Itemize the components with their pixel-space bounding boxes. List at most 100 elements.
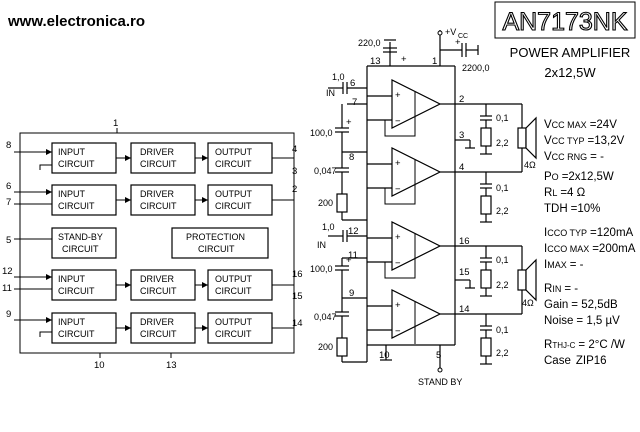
amplifier-4 (391, 289, 442, 339)
svg-text:8: 8 (349, 152, 354, 163)
spec-rl: RL=4 Ω (544, 187, 586, 199)
svg-text:+: + (401, 54, 407, 65)
svg-text:1,0: 1,0 (322, 222, 335, 232)
svg-text:−: − (395, 258, 401, 269)
svg-text:1: 1 (432, 56, 437, 67)
svg-text:DRIVER: DRIVER (140, 147, 175, 157)
svg-text:2,2: 2,2 (496, 348, 509, 358)
svg-text:CIRCUIT: CIRCUIT (215, 286, 252, 296)
svg-text:200: 200 (318, 342, 333, 352)
svg-text:+: + (395, 300, 401, 311)
svg-text:1,0: 1,0 (332, 72, 345, 82)
svg-text:5: 5 (436, 350, 441, 361)
svg-text:9: 9 (349, 288, 354, 299)
svg-text:CIRCUIT: CIRCUIT (58, 286, 95, 296)
amplifier-2 (391, 147, 442, 197)
svg-text:13: 13 (370, 56, 381, 67)
svg-text:CIRCUIT: CIRCUIT (58, 159, 95, 169)
spec-vcc-max: VCC MAX=24V (544, 119, 617, 131)
driver-circuit-2 (130, 184, 196, 216)
svg-text:+: + (346, 255, 352, 266)
svg-text:+: + (346, 117, 352, 128)
input-label-2: IN (317, 240, 326, 250)
svg-text:14: 14 (459, 304, 470, 315)
block-pin-1: 1 (113, 118, 118, 129)
svg-text:CIRCUIT: CIRCUIT (198, 244, 235, 254)
svg-text:8: 8 (6, 140, 11, 151)
input-circuit-3 (51, 269, 117, 301)
svg-text:3: 3 (459, 130, 464, 141)
svg-text:CIRCUIT: CIRCUIT (215, 329, 252, 339)
svg-text:CIRCUIT: CIRCUIT (140, 329, 177, 339)
svg-text:15: 15 (292, 291, 303, 302)
svg-text:−: − (395, 184, 401, 195)
svg-text:INPUT: INPUT (58, 274, 86, 284)
protection-circuit (171, 227, 269, 259)
svg-text:12: 12 (348, 226, 359, 237)
cap-220: 220,0 (358, 38, 381, 48)
svg-text:0,1: 0,1 (496, 113, 509, 123)
subtitle-power-rating: 2x12,5W (544, 65, 596, 80)
output-circuit-2 (207, 184, 273, 216)
ic-outline (19, 132, 295, 354)
amplifier-3 (391, 221, 442, 271)
svg-text:100,0: 100,0 (310, 128, 333, 138)
spec-rthj: RTHJ-C= 2°C /W (544, 339, 625, 351)
svg-text:4: 4 (292, 144, 297, 155)
svg-text:CIRCUIT: CIRCUIT (215, 201, 252, 211)
svg-text:0,047: 0,047 (314, 166, 337, 176)
svg-text:2: 2 (292, 184, 297, 195)
svg-text:2: 2 (459, 94, 464, 105)
svg-text:CC: CC (458, 33, 468, 40)
subtitle-power-amplifier: POWER AMPLIFIER (510, 45, 631, 60)
svg-text:+: + (455, 37, 461, 48)
vcc-label: +V (445, 27, 456, 37)
svg-text:2,2: 2,2 (496, 280, 509, 290)
svg-text:−: − (395, 116, 401, 127)
svg-text:PROTECTION: PROTECTION (186, 232, 245, 242)
svg-text:2,2: 2,2 (496, 206, 509, 216)
svg-text:CIRCUIT: CIRCUIT (140, 201, 177, 211)
svg-text:7: 7 (6, 197, 11, 208)
output-circuit-1 (207, 142, 273, 174)
spec-po: PO=2x12,5W (544, 171, 614, 183)
speaker-2 (517, 269, 527, 291)
output-circuit-4 (207, 312, 273, 344)
svg-text:4Ω: 4Ω (522, 298, 534, 308)
svg-text:7: 7 (352, 97, 357, 108)
svg-text:6: 6 (6, 181, 11, 192)
svg-text:0,047: 0,047 (314, 312, 337, 322)
svg-text:11: 11 (2, 283, 12, 294)
cap-2200: 2200,0 (462, 63, 490, 73)
website-label: www.electronica.ro (7, 13, 145, 30)
spec-vcc-typ: VCC TYP=13,2V (544, 135, 625, 147)
svg-text:0,1: 0,1 (496, 183, 509, 193)
svg-text:100,0: 100,0 (310, 264, 333, 274)
svg-text:OUTPUT: OUTPUT (215, 147, 253, 157)
spec-imax: IMAX= - (544, 259, 584, 271)
svg-text:OUTPUT: OUTPUT (215, 317, 253, 327)
amplifier-1 (391, 79, 442, 129)
driver-circuit-1 (130, 142, 196, 174)
svg-text:CIRCUIT: CIRCUIT (62, 244, 99, 254)
svg-text:2,2: 2,2 (496, 138, 509, 148)
spec-list: VCC MAX=24V VCC TYP=13,2V VCC RNG= - PO=… (544, 119, 636, 367)
svg-text:DRIVER: DRIVER (140, 189, 175, 199)
spec-tdh: TDH=10% (544, 203, 600, 215)
input-circuit-4 (51, 312, 117, 344)
svg-text:+: + (395, 232, 401, 243)
spec-noise: Noise= 1,5 µV (544, 315, 620, 327)
spec-icco-max: ICCO MAX=200mA (544, 243, 636, 255)
svg-text:10: 10 (94, 360, 105, 371)
spec-rin: RIN= - (544, 283, 578, 295)
svg-text:10: 10 (379, 350, 390, 361)
standby-circuit (51, 227, 117, 259)
driver-circuit-3 (130, 269, 196, 301)
svg-text:15: 15 (459, 267, 470, 278)
svg-text:CIRCUIT: CIRCUIT (140, 286, 177, 296)
svg-text:INPUT: INPUT (58, 317, 86, 327)
svg-text:3: 3 (292, 166, 297, 177)
